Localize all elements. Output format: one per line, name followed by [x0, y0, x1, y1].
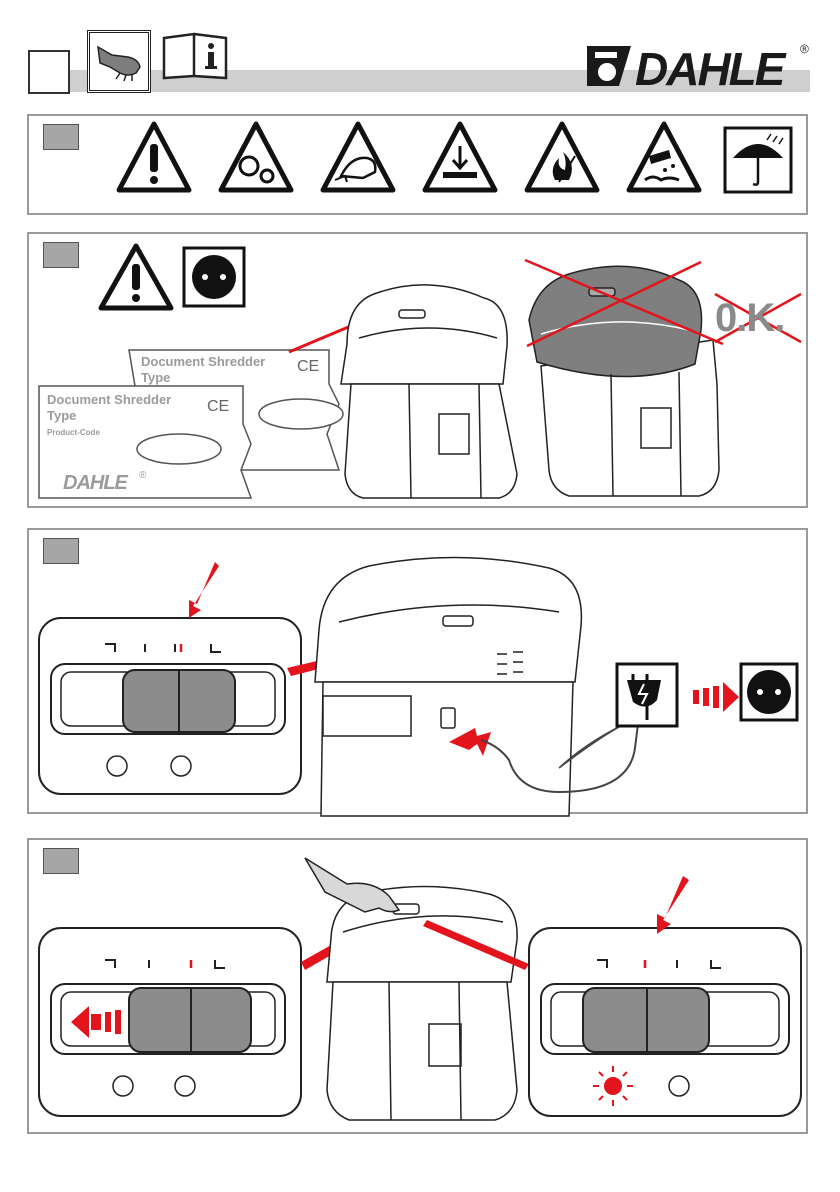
panel-type-label: Document Shredder Type CE Document Shred…	[27, 232, 808, 508]
registered-mark: ®	[800, 42, 809, 56]
power-socket-icon	[741, 664, 797, 720]
indicator-led-1	[113, 1076, 133, 1096]
logo-wordmark: DAHLE	[635, 42, 783, 96]
panel-power-connection	[27, 528, 808, 814]
indicator-led-2	[669, 1076, 689, 1096]
panel-operation	[27, 838, 808, 1134]
front-label-type: Type	[47, 408, 76, 423]
shredder-illustration	[315, 557, 581, 816]
indicator-led-2	[175, 1076, 195, 1096]
power-socket-icon	[184, 248, 244, 306]
power-plug-icon	[617, 664, 677, 726]
gear-entanglement-icon	[221, 124, 291, 190]
hand-illustration	[305, 858, 399, 912]
red-pointer-arrow	[189, 562, 219, 618]
label-dahle-logo: DAHLE	[63, 472, 127, 495]
front-label-product-code: Product-Code	[47, 428, 100, 437]
back-label-title: Document Shredder	[141, 354, 265, 369]
red-pointer-arrow	[657, 876, 689, 934]
warning-icons-row	[29, 116, 810, 217]
ok-text-crossed: 0.K.	[715, 296, 784, 341]
shredder-illustration	[327, 886, 517, 1120]
ce-mark: CE	[207, 398, 229, 416]
language-box	[28, 50, 70, 94]
indicator-led-2	[171, 756, 191, 776]
handling-icon	[87, 30, 151, 93]
indicator-led-1	[107, 756, 127, 776]
dahle-logo: DAHLE ®	[585, 44, 815, 88]
fire-hazard-icon	[527, 124, 597, 190]
ce-mark: CE	[297, 358, 319, 376]
label-registered-mark: ®	[139, 470, 146, 481]
back-label-type: Type	[141, 370, 170, 385]
shredder-illustration	[341, 285, 517, 498]
falling-object-icon	[425, 124, 495, 190]
manual-info-icon	[160, 30, 230, 80]
corrosive-hazard-icon	[629, 124, 699, 190]
front-label-title: Document Shredder	[47, 392, 171, 407]
panel-warnings	[27, 114, 808, 215]
general-warning-icon	[119, 124, 189, 190]
indicator-led-active	[593, 1066, 633, 1106]
hand-crush-icon	[323, 124, 393, 190]
keep-dry-umbrella-icon	[725, 128, 791, 192]
